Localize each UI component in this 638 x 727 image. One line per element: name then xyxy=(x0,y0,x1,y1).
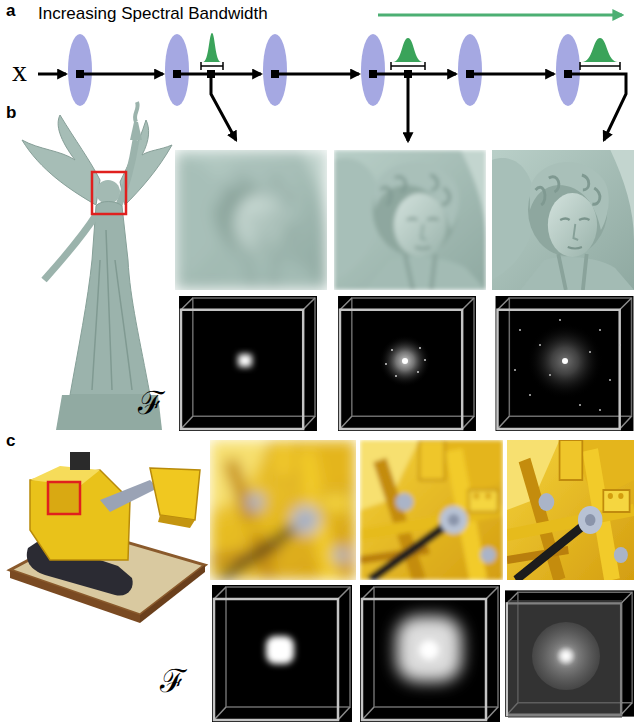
spectrum-blob xyxy=(527,323,603,399)
spectrum-blob xyxy=(238,354,252,367)
flow-arrow xyxy=(177,73,261,76)
gaussian-peak xyxy=(393,38,423,62)
axis-caption: Increasing Spectral Bandwidth xyxy=(38,5,268,24)
spectrum-blob xyxy=(379,335,431,387)
spectrum-blob xyxy=(396,616,462,682)
fourier-cube xyxy=(212,585,352,722)
panel-letter: a xyxy=(6,2,15,21)
node-square xyxy=(76,70,84,78)
bandwidth-arrow xyxy=(378,15,622,16)
flow-arrow xyxy=(470,73,554,76)
bandwidth-bracket xyxy=(201,62,223,70)
output-arrow xyxy=(568,74,626,140)
gaussian-peak xyxy=(203,33,221,62)
output-arrow xyxy=(407,74,410,141)
green-arrow-line xyxy=(378,14,622,17)
layer-ellipse xyxy=(68,34,92,106)
spectrum-blob xyxy=(266,636,294,664)
output-arrow xyxy=(211,74,236,140)
fourier-symbol: ℱ xyxy=(138,386,164,421)
flow-arrow xyxy=(373,73,456,76)
spectrum-haze xyxy=(508,600,622,718)
fourier-cube xyxy=(179,296,317,431)
zoom-box xyxy=(48,482,80,514)
input-symbol: x xyxy=(12,54,27,87)
lego-illustration xyxy=(10,452,205,623)
crop-high xyxy=(507,440,634,580)
flow-arrow xyxy=(38,73,66,76)
layer-ellipse xyxy=(458,34,482,106)
node-square xyxy=(466,70,474,78)
node-squares xyxy=(76,70,572,78)
node-square xyxy=(404,70,412,78)
node-square xyxy=(369,70,377,78)
node-square xyxy=(271,70,279,78)
fourier-cube xyxy=(360,585,500,722)
panel-letter: b xyxy=(6,104,16,123)
layer-ellipse xyxy=(165,34,189,106)
node-square xyxy=(173,70,181,78)
bandwidth-bracket xyxy=(391,62,425,70)
statue-illustration xyxy=(22,102,172,430)
crop-low xyxy=(210,440,356,580)
node-square xyxy=(564,70,572,78)
panel-letter: c xyxy=(6,432,15,451)
layer-ellipse xyxy=(556,34,580,106)
node-square xyxy=(207,70,215,78)
crop-mid xyxy=(360,440,503,580)
fourier-cube xyxy=(338,296,476,431)
crop-high xyxy=(492,150,634,290)
bandwidth-bracket xyxy=(580,62,620,70)
flow-arrow xyxy=(275,73,359,76)
layer-ellipse xyxy=(361,34,385,106)
statue-spectra xyxy=(179,296,633,431)
network-layers xyxy=(68,34,580,106)
lego-spectra xyxy=(212,585,634,722)
crop-mid xyxy=(334,150,486,290)
zoom-box xyxy=(92,172,126,214)
fourier-cube xyxy=(496,296,634,431)
fourier-symbol: ℱ xyxy=(160,664,186,699)
network-arrows xyxy=(38,74,626,141)
statue-crops xyxy=(175,150,634,290)
flow-arrow xyxy=(80,73,163,76)
crop-low xyxy=(175,150,327,290)
spectrum-gaussians xyxy=(201,33,620,70)
spectrum-blob xyxy=(532,622,600,690)
lego-crops xyxy=(210,440,634,580)
gaussian-peak xyxy=(582,38,618,62)
layer-ellipse xyxy=(263,34,287,106)
